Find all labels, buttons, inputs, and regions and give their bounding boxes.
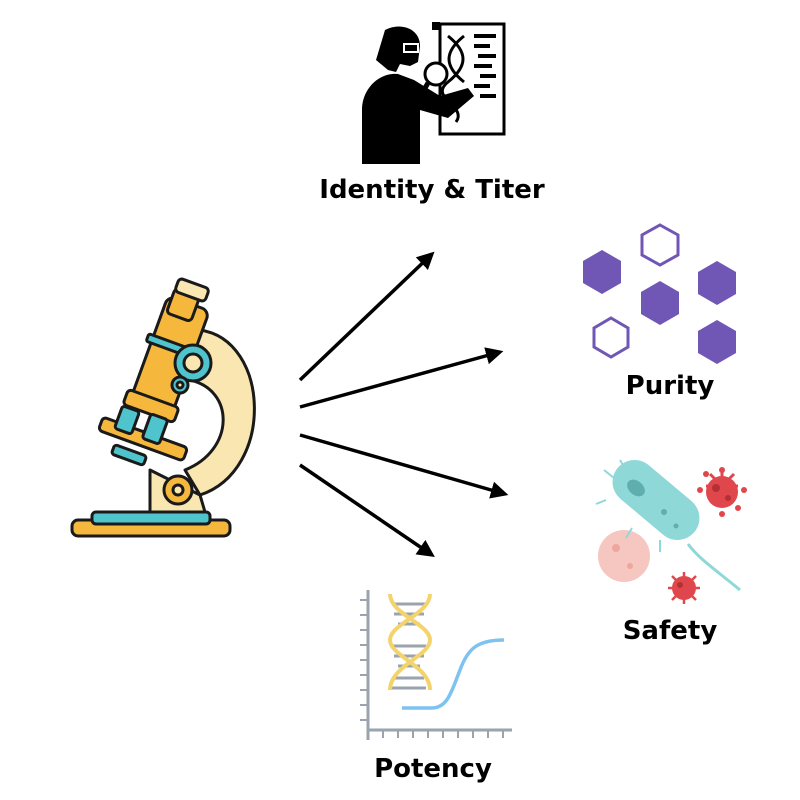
hexagon-outline bbox=[640, 223, 680, 267]
arrow-to-purity bbox=[299, 347, 504, 409]
hexagon-particles-icon bbox=[583, 223, 736, 364]
dna-dose-response-curve-icon bbox=[360, 590, 512, 740]
hexagon-solid bbox=[641, 281, 679, 325]
label-purity: Purity bbox=[625, 371, 715, 401]
label-potency: Potency bbox=[374, 754, 492, 784]
hexagon-solid bbox=[698, 320, 736, 364]
hexagon-solid bbox=[583, 250, 621, 294]
scientist-examining-dna-icon bbox=[362, 22, 506, 164]
arrow-to-safety bbox=[299, 433, 509, 499]
label-identity-titer: Identity & Titer bbox=[319, 175, 545, 205]
bacteria-virus-icon bbox=[595, 459, 747, 604]
arrow-to-potency bbox=[299, 463, 435, 557]
microscope-icon bbox=[70, 277, 256, 538]
arrow-to-identity bbox=[298, 251, 435, 382]
hexagon-outline bbox=[592, 316, 630, 359]
arrows bbox=[298, 251, 509, 557]
hexagon-solid bbox=[698, 261, 736, 305]
label-safety: Safety bbox=[622, 616, 718, 646]
